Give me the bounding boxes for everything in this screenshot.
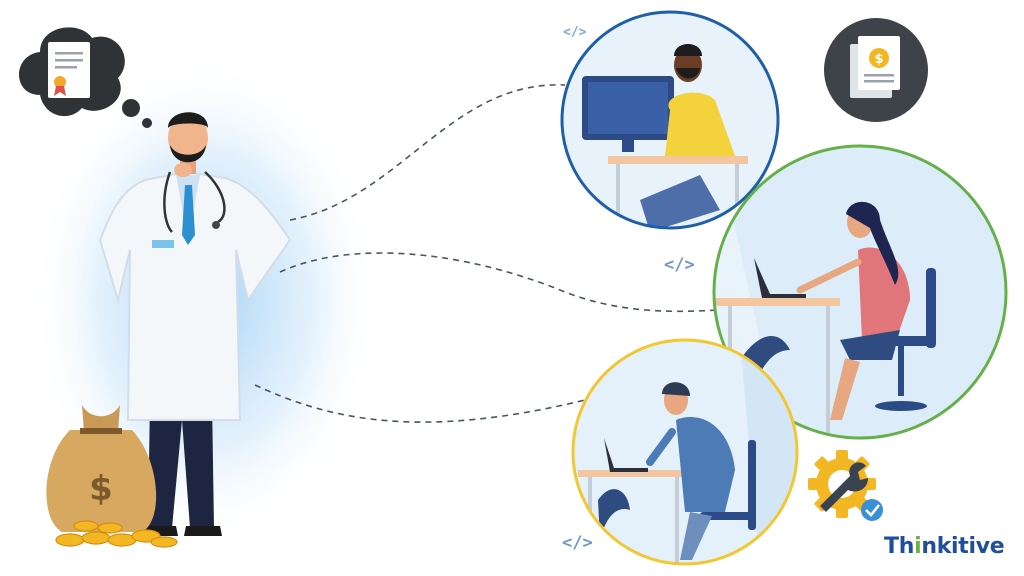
invoice-dollar-icon: $ xyxy=(824,18,928,122)
gear-wrench-icon xyxy=(808,450,883,521)
money-bag-icon: $ xyxy=(46,405,178,548)
logo-text-suffix: nkitive xyxy=(921,534,1005,559)
code-tag-middle: </> xyxy=(664,255,695,275)
code-tag-top: </> xyxy=(563,25,587,40)
thinkitive-logo: Thinkitive xyxy=(884,534,1005,559)
svg-text:$: $ xyxy=(874,52,883,67)
thought-bubble xyxy=(19,27,152,128)
certificate-icon xyxy=(48,42,90,98)
circle-developer-desktop xyxy=(560,10,780,230)
circle-developer-laptop-man xyxy=(571,338,799,566)
logo-text-i: i xyxy=(914,534,922,559)
doctor-figure xyxy=(98,112,292,536)
code-tag-bottom: </> xyxy=(562,533,593,553)
dashed-connectors xyxy=(254,84,719,423)
svg-text:$: $ xyxy=(89,469,113,509)
logo-text-prefix: Th xyxy=(884,534,915,559)
